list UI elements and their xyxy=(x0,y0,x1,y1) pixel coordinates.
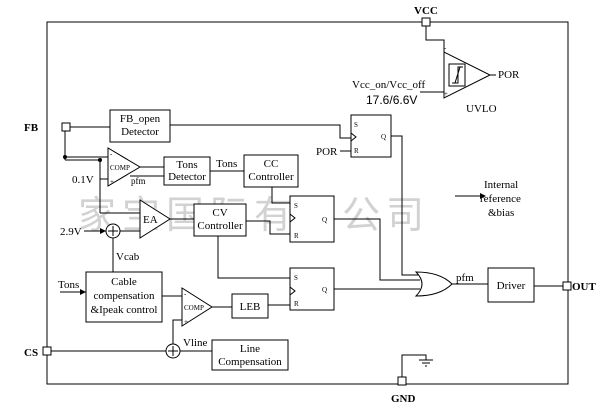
cs-pin xyxy=(42,346,52,356)
sum-to-comp-wire xyxy=(172,319,182,344)
ff-clock-mark xyxy=(289,286,296,296)
vcc-pin-label: VCC xyxy=(414,5,438,17)
ff-r-label: R xyxy=(294,232,299,240)
cable-compensation-block xyxy=(85,271,163,323)
ref-29-label: 2.9V xyxy=(60,226,82,238)
ff-r-label: R xyxy=(354,147,359,155)
junction-dot xyxy=(98,158,102,162)
internal-ref-line3: &bias xyxy=(488,207,514,219)
ff-clock-mark xyxy=(350,132,357,142)
cv-line2: Controller xyxy=(197,220,243,232)
cable-line3: &Ipeak control xyxy=(91,304,158,316)
ground-symbol xyxy=(401,354,433,377)
ref-01-label: 0.1V xyxy=(72,174,94,186)
vcc-pin xyxy=(421,17,431,27)
comp-plus: + xyxy=(110,178,114,186)
ea-label: EA xyxy=(143,214,158,226)
leb-block xyxy=(231,293,269,319)
fb-pin xyxy=(61,122,71,132)
ff-q-label: Q xyxy=(322,286,327,294)
cable-line2: compensation xyxy=(93,290,155,302)
cc-line1: CC xyxy=(264,158,279,170)
ff-r-label: R xyxy=(294,300,299,308)
out-pin xyxy=(562,281,572,291)
comp-minus: - xyxy=(184,290,187,298)
cs-pin-label: CS xyxy=(24,347,38,359)
watermark: 家宝国际有限公司 xyxy=(78,193,430,237)
ff2-q-wire xyxy=(334,218,420,281)
vcab-label: Vcab xyxy=(116,251,140,263)
out-pin-label: OUT xyxy=(572,281,597,293)
fb-open-line1: FB_open xyxy=(120,113,161,125)
comp-label: COMP xyxy=(184,304,204,312)
uvlo-label: UVLO xyxy=(466,103,497,115)
line-comp-line1: Line xyxy=(240,343,260,355)
uvlo-plus: + xyxy=(444,90,448,98)
cv-to-ff2-wire xyxy=(217,236,290,279)
comp-plus: + xyxy=(184,318,188,326)
pfm-label: pfm xyxy=(456,272,474,284)
tons-signal-label: Tons xyxy=(216,158,237,170)
ff-clock-mark xyxy=(289,213,296,223)
uvlo-minus: - xyxy=(444,44,447,52)
vcc-on-off-label: Vcc_on/Vcc_off xyxy=(352,79,425,91)
tons-in-label: Tons xyxy=(58,279,79,291)
cc-controller-block xyxy=(243,154,299,188)
fb-open-detector-block xyxy=(109,109,171,143)
gnd-pin xyxy=(397,376,407,386)
cv-line1: CV xyxy=(212,207,227,219)
cc-to-ff-wire xyxy=(271,187,290,204)
ff-s-label: S xyxy=(294,274,298,282)
vline-label: Vline xyxy=(183,337,208,349)
fb-pin-label: FB xyxy=(24,122,39,134)
ff-q-label: Q xyxy=(381,133,386,141)
junction-dot xyxy=(63,155,67,159)
fb-open-line2: Detector xyxy=(121,126,159,138)
ff-s-label: S xyxy=(354,121,358,129)
leb-comparator xyxy=(181,287,213,327)
comp-label: COMP xyxy=(110,164,130,172)
leb-flip-flop xyxy=(289,267,335,311)
line-compensation-block xyxy=(211,339,289,371)
leb-label: LEB xyxy=(240,301,261,313)
tons-det-line2: Detector xyxy=(168,171,206,183)
arrow-head-icon xyxy=(80,289,86,295)
internal-ref-line1: Internal xyxy=(484,179,518,191)
por-output-label: POR xyxy=(498,69,520,81)
cv-controller-block xyxy=(193,203,247,237)
pfm-small-label: pfm xyxy=(131,176,146,186)
ff-s-label: S xyxy=(294,202,298,210)
tons-comparator xyxy=(107,147,141,187)
tons-detector-block xyxy=(163,156,211,186)
driver-block xyxy=(487,267,535,303)
uvlo-threshold-label: 17.6/6.6V xyxy=(366,93,417,107)
por-input-label: POR xyxy=(316,146,338,158)
ff-q-label: Q xyxy=(322,216,327,224)
tons-det-line1: Tons xyxy=(176,159,197,171)
fb-open-to-ff-wire xyxy=(170,124,351,139)
internal-ref-line2: reference xyxy=(480,193,521,205)
driver-label: Driver xyxy=(497,280,526,292)
gnd-pin-label: GND xyxy=(391,393,416,405)
arrow-head-icon xyxy=(100,228,106,234)
fb-wiring xyxy=(64,126,140,214)
or-gate xyxy=(414,271,453,297)
por-ff-q-wire xyxy=(391,135,420,276)
ea-amplifier xyxy=(139,199,171,239)
comp-minus: - xyxy=(110,150,113,158)
cc-line2: Controller xyxy=(248,171,294,183)
uvlo-comparator xyxy=(425,26,496,99)
line-comp-line2: Compensation xyxy=(218,356,282,368)
chip-outline xyxy=(46,21,569,385)
arrow-head-icon xyxy=(480,193,486,199)
cable-line1: Cable xyxy=(111,276,137,288)
cv-to-ff-wire xyxy=(246,220,290,235)
